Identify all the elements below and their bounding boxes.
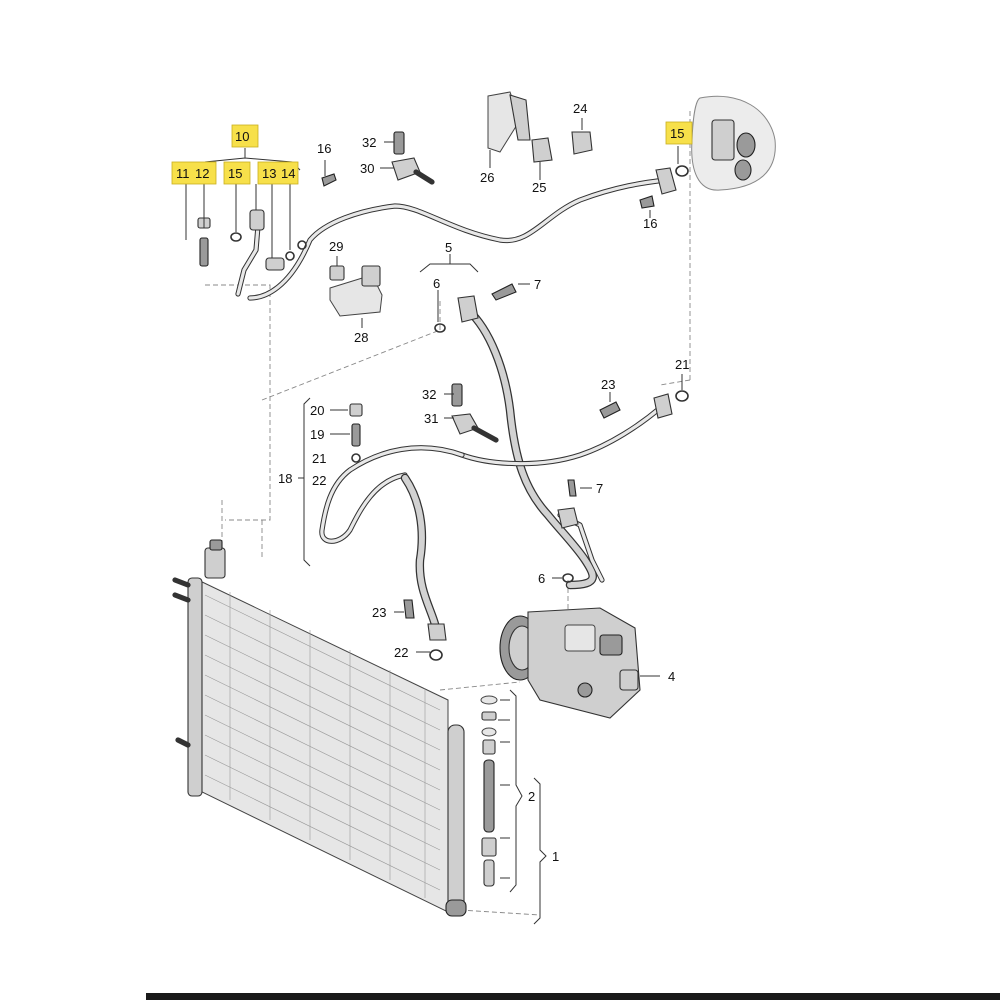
callout-32-top: 32 (362, 135, 376, 150)
callout-29: 29 (329, 239, 343, 254)
callout-21-right: 21 (675, 357, 689, 372)
condenser (172, 539, 467, 917)
callout-25: 25 (532, 180, 546, 195)
callout-6-top: 6 (433, 276, 440, 291)
callout-12: 12 (195, 166, 209, 181)
callout-14: 14 (281, 166, 295, 181)
callout-2: 2 (528, 789, 535, 804)
callout-20: 20 (310, 403, 324, 418)
callout-16-right: 16 (643, 216, 657, 231)
callout-5: 5 (445, 240, 452, 255)
callout-22-lower: 22 (394, 645, 408, 660)
callout-23-right: 23 (601, 377, 615, 392)
refrigerant-lines (235, 177, 668, 633)
small-parts (197, 91, 776, 661)
drier-components (480, 695, 498, 887)
callout-4: 4 (668, 669, 675, 684)
callout-11: 11 (176, 166, 190, 181)
compressor (499, 607, 641, 719)
callout-labels: 10 11 12 15 13 14 16 32 30 26 25 24 15 1… (176, 101, 689, 864)
callout-7-top: 7 (534, 277, 541, 292)
callout-22-left: 22 (312, 473, 326, 488)
callout-15-right: 15 (670, 126, 684, 141)
callout-16-top: 16 (317, 141, 331, 156)
callout-19: 19 (310, 427, 324, 442)
callout-21-left: 21 (312, 451, 326, 466)
callout-32-lower: 32 (422, 387, 436, 402)
callout-31: 31 (424, 411, 438, 426)
callout-24: 24 (573, 101, 587, 116)
callout-30: 30 (360, 161, 374, 176)
callout-7-lower: 7 (596, 481, 603, 496)
callout-13: 13 (262, 166, 276, 181)
highlight-boxes (171, 121, 693, 185)
callout-10: 10 (235, 129, 249, 144)
callout-15-left: 15 (228, 166, 242, 181)
leader-lines (185, 118, 683, 925)
bottom-edge-bar (146, 993, 1000, 1000)
callout-28: 28 (354, 330, 368, 345)
callout-1: 1 (552, 849, 559, 864)
callout-18: 18 (278, 471, 292, 486)
callout-23-lower: 23 (372, 605, 386, 620)
callout-26: 26 (480, 170, 494, 185)
callout-6-lower: 6 (538, 571, 545, 586)
